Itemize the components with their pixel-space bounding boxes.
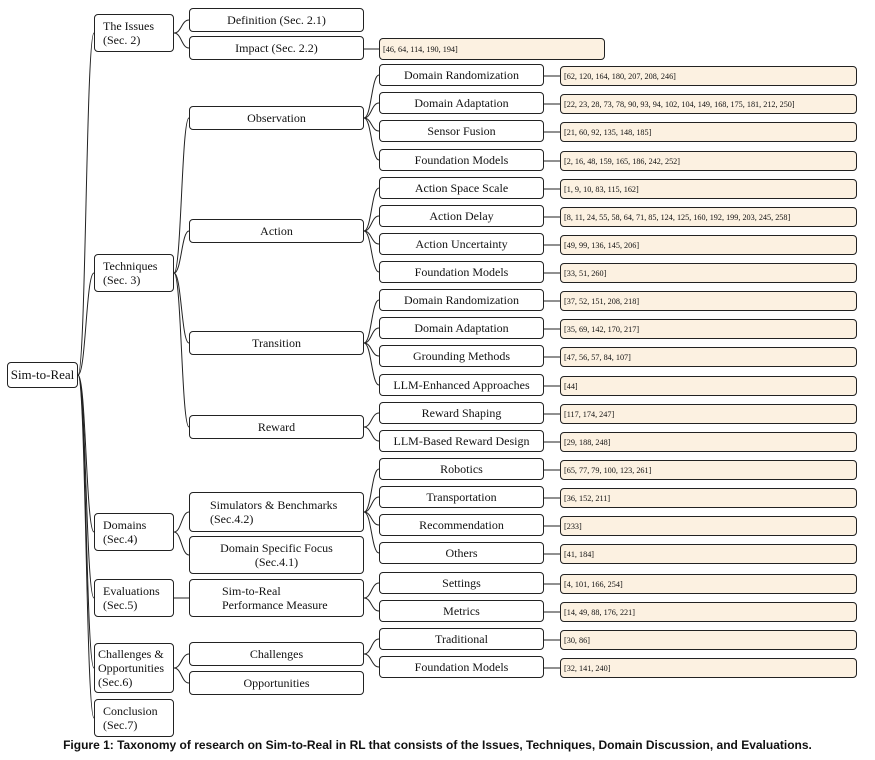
transition-domain-adaptation-refs: [35, 69, 142, 170, 217]: [560, 319, 857, 339]
edge-reward-llm-design: [363, 426, 380, 442]
technique-reward-node: Reward: [189, 415, 364, 439]
section-challenges: Challenges & Opportunities (Sec.6): [94, 643, 174, 693]
evaluations-measure-node: Sim-to-Real Performance Measure: [189, 579, 364, 617]
reward-shaping-refs: [117, 174, 247]: [560, 404, 857, 424]
domains-recommendation-node: Recommendation: [379, 514, 544, 536]
domains-simulators-node: Simulators & Benchmarks (Sec.4.2): [189, 492, 364, 532]
opportunities-node: Opportunities: [189, 671, 364, 695]
observation-domain-randomization-node: Domain Randomization: [379, 64, 544, 86]
observation-sensor-fusion-refs: [21, 60, 92, 135, 148, 185]: [560, 122, 857, 142]
action-uncertainty-node: Action Uncertainty: [379, 233, 544, 255]
edge-action-delay: [363, 215, 380, 232]
action-space-scale-refs: [1, 9, 10, 83, 115, 162]: [560, 179, 857, 199]
transition-grounding-methods-refs: [47, 56, 57, 84, 107]: [560, 347, 857, 367]
transition-domain-randomization-node: Domain Randomization: [379, 289, 544, 311]
reward-llm-design-node: LLM-Based Reward Design: [379, 430, 544, 452]
edge-challenges: [173, 653, 190, 669]
edge-domains-transportation: [363, 496, 380, 513]
observation-domain-randomization-refs: [62, 120, 164, 180, 207, 208, 246]: [560, 66, 857, 86]
action-delay-node: Action Delay: [379, 205, 544, 227]
transition-grounding-methods-node: Grounding Methods: [379, 345, 544, 367]
evaluations-metrics-refs: [14, 49, 88, 176, 221]: [560, 602, 857, 622]
challenges-traditional-node: Traditional: [379, 628, 544, 650]
evaluations-settings-node: Settings: [379, 572, 544, 594]
action-foundation-models-refs: [33, 51, 260]: [560, 263, 857, 283]
action-uncertainty-refs: [49, 99, 136, 145, 206]: [560, 235, 857, 255]
edge-observation-domain-randomization: [363, 74, 380, 119]
section-techniques: Techniques (Sec. 3): [94, 254, 174, 292]
evaluations-settings-refs: [4, 101, 166, 254]: [560, 574, 857, 594]
domains-robotics-node: Robotics: [379, 458, 544, 480]
edge-transition-llm-enhanced: [363, 342, 380, 386]
issues-definition-node: Definition (Sec. 2.1): [189, 8, 364, 32]
edge-domains-robotics: [363, 468, 380, 513]
edge-techniques-technique-transition-node: [173, 272, 190, 344]
edge-issues-impact: [173, 32, 190, 49]
issues-impact-node: Impact (Sec. 2.2): [189, 36, 364, 60]
section-evaluations: Evaluations (Sec.5): [94, 579, 174, 617]
action-delay-refs: [8, 11, 24, 55, 58, 64, 71, 85, 124, 125…: [560, 207, 857, 227]
figure-caption: Figure 1: Taxonomy of research on Sim-to…: [63, 738, 812, 752]
edge-domains-simulators: [173, 511, 190, 533]
edge-root-section-conclusion: [77, 374, 95, 719]
edge-root-section-challenges: [77, 374, 95, 669]
domains-recommendation-refs: [233]: [560, 516, 857, 536]
root-node: Sim-to-Real: [7, 362, 78, 388]
reward-llm-design-refs: [29, 188, 248]: [560, 432, 857, 452]
action-foundation-models-node: Foundation Models: [379, 261, 544, 283]
section-domains: Domains (Sec.4): [94, 513, 174, 551]
edge-observation-foundation-models: [363, 117, 380, 161]
observation-foundation-models-node: Foundation Models: [379, 149, 544, 171]
challenges-foundation-models-node: Foundation Models: [379, 656, 544, 678]
challenges-foundation-models-refs: [32, 141, 240]: [560, 658, 857, 678]
transition-domain-randomization-refs: [37, 52, 151, 208, 218]: [560, 291, 857, 311]
edge-domains-focus: [173, 531, 190, 556]
edge-domains-others: [363, 511, 380, 554]
domains-focus-node: Domain Specific Focus (Sec.4.1): [189, 536, 364, 574]
domains-others-node: Others: [379, 542, 544, 564]
edge-techniques-technique-observation-node: [173, 117, 190, 274]
edge-evaluations-metrics: [363, 597, 380, 612]
edge-opportunities: [173, 667, 190, 684]
edge-action-foundation-models: [363, 230, 380, 273]
edge-challenges-foundation-models: [363, 653, 380, 668]
technique-action-node: Action: [189, 219, 364, 243]
edge-techniques-technique-reward-node: [173, 272, 190, 428]
observation-domain-adaptation-node: Domain Adaptation: [379, 92, 544, 114]
edge-techniques-technique-action-node: [173, 230, 190, 274]
domains-others-refs: [41, 184]: [560, 544, 857, 564]
edge-root-section-issues: [77, 32, 95, 376]
domains-transportation-node: Transportation: [379, 486, 544, 508]
edge-transition-domain-randomization: [363, 299, 380, 344]
transition-llm-enhanced-refs: [44]: [560, 376, 857, 396]
edge-reward-shaping: [363, 412, 380, 428]
technique-transition-node: Transition: [189, 331, 364, 355]
domains-transportation-refs: [36, 152, 211]: [560, 488, 857, 508]
observation-domain-adaptation-refs: [22, 23, 28, 73, 78, 90, 93, 94, 102, 10…: [560, 94, 857, 114]
edge-evaluations-settings: [363, 582, 380, 599]
transition-llm-enhanced-node: LLM-Enhanced Approaches: [379, 374, 544, 396]
evaluations-metrics-node: Metrics: [379, 600, 544, 622]
observation-foundation-models-refs: [2, 16, 48, 159, 165, 186, 242, 252]: [560, 151, 857, 171]
edge-observation-domain-adaptation: [363, 102, 380, 119]
edge-action-space-scale: [363, 187, 380, 232]
observation-sensor-fusion-node: Sensor Fusion: [379, 120, 544, 142]
edge-issues-definition: [173, 19, 190, 34]
domains-robotics-refs: [65, 77, 79, 100, 123, 261]: [560, 460, 857, 480]
section-issues: The Issues (Sec. 2): [94, 14, 174, 52]
challenges-traditional-refs: [30, 86]: [560, 630, 857, 650]
edge-transition-domain-adaptation: [363, 327, 380, 344]
edge-challenges-traditional: [363, 638, 380, 655]
edge-root-section-techniques: [77, 272, 95, 376]
challenges-node: Challenges: [189, 642, 364, 666]
reward-shaping-node: Reward Shaping: [379, 402, 544, 424]
action-space-scale-node: Action Space Scale: [379, 177, 544, 199]
issues-impact-refs: [46, 64, 114, 190, 194]: [379, 38, 605, 60]
technique-observation-node: Observation: [189, 106, 364, 130]
transition-domain-adaptation-node: Domain Adaptation: [379, 317, 544, 339]
section-conclusion: Conclusion (Sec.7): [94, 699, 174, 737]
